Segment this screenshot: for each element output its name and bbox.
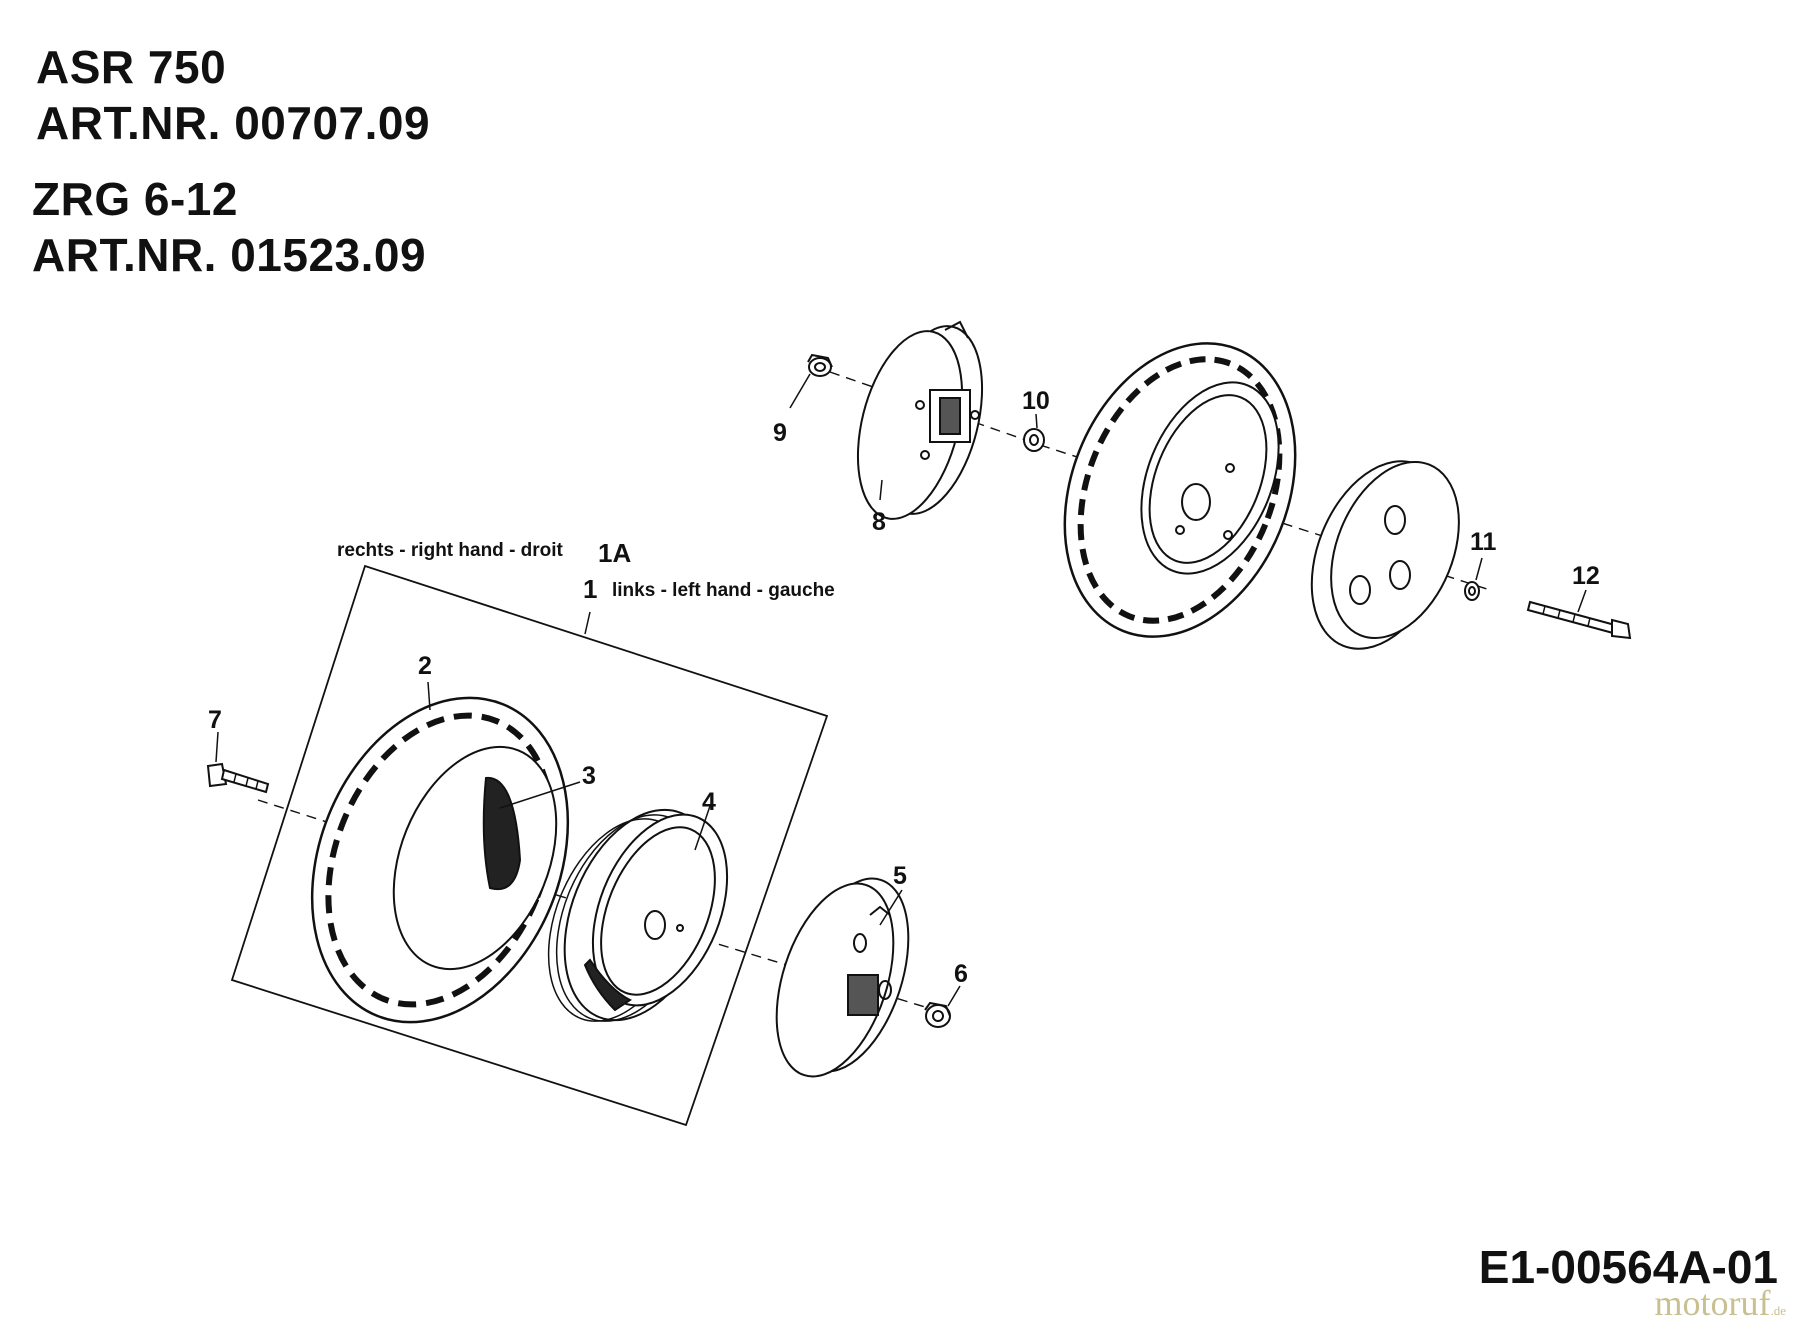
callout-2: 2 (418, 652, 432, 680)
callout-11: 11 (1470, 528, 1497, 556)
wheel-group-frame (230, 564, 829, 1127)
model-article-number: ART.NR. 00707.09 (36, 97, 431, 149)
left-hand-code: 1 (583, 574, 597, 604)
right-hand-code: 1A (598, 538, 631, 568)
model-name: ASR 750 (36, 41, 227, 93)
lower-wheel-tyre-2-part (310, 696, 570, 1024)
callout-8: 8 (872, 508, 886, 536)
right-hand-label: rechts - right hand - droit (337, 540, 564, 561)
accessory-article-number: ART.NR. 01523.09 (32, 229, 427, 281)
callout-4: 4 (702, 788, 716, 816)
callout-3: 3 (582, 762, 596, 790)
group-leader-line (584, 611, 591, 635)
bolt-7-part (206, 762, 270, 794)
callout-leaders (215, 373, 1587, 1007)
nut-9-part (807, 353, 833, 377)
nut-10-part (1023, 428, 1045, 452)
callout-12: 12 (1572, 562, 1600, 590)
left-hand-label: links - left hand - gauche (612, 580, 835, 601)
callout-6: 6 (954, 960, 968, 988)
bolt-12-part (1526, 600, 1632, 640)
drawing-code: E1-00564A-01 (1478, 1241, 1778, 1293)
watermark-logo: motoruf.de (1654, 1283, 1786, 1323)
nut-6-part (924, 1001, 951, 1028)
callout-7: 7 (208, 706, 222, 734)
rim-4-part (547, 808, 729, 1022)
wheel-weight-5-part (775, 877, 910, 1078)
washer-11-part (1464, 581, 1480, 601)
callout-10: 10 (1022, 387, 1050, 415)
wheel-disc-upper-part (1310, 460, 1460, 650)
inner-tube-3-part (482, 776, 522, 891)
accessory-name: ZRG 6-12 (32, 173, 238, 225)
upper-wheel-part (1063, 342, 1297, 638)
callout-5: 5 (893, 862, 907, 890)
callout-9: 9 (773, 419, 787, 447)
wheel-weight-8-part (856, 320, 984, 520)
